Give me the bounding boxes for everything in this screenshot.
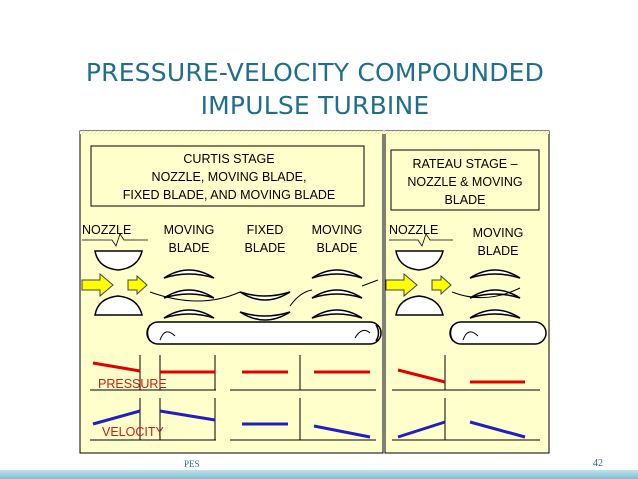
curtis-col-moving2-line2: BLADE bbox=[317, 241, 358, 255]
pressure-lines bbox=[92, 361, 525, 384]
moving-blade-icon bbox=[311, 269, 363, 319]
nozzle-icon bbox=[395, 250, 444, 271]
curtis-col-nozzle: NOZZLE bbox=[82, 223, 131, 237]
velocity-drop-moving1 bbox=[159, 409, 216, 422]
pressure-drop-nozzle-rateau bbox=[397, 368, 446, 384]
footer-author: PES bbox=[184, 459, 200, 469]
bottom-decor-strip bbox=[0, 470, 638, 479]
plot-baselines bbox=[90, 389, 540, 441]
slide-title: PRESSURE-VELOCITY COMPOUNDED IMPULSE TUR… bbox=[40, 56, 590, 122]
curtis-nozzle-leader bbox=[82, 233, 148, 247]
nozzle-icon bbox=[94, 250, 143, 271]
curtis-heading-line3: FIXED BLADE, AND MOVING BLADE bbox=[123, 188, 336, 202]
rateau-col-nozzle: NOZZLE bbox=[389, 223, 438, 237]
curtis-col-fixed-line2: BLADE bbox=[245, 241, 286, 255]
flow-arrow-icon bbox=[431, 274, 452, 296]
rateau-heading-box bbox=[390, 149, 540, 211]
pressure-label: PRESSURE bbox=[98, 377, 167, 391]
velocity-rise-nozzle-rateau bbox=[397, 420, 446, 439]
curtis-heading-line1: CURTIS STAGE bbox=[183, 152, 274, 166]
pressure-drop-nozzle-curtis bbox=[92, 361, 141, 373]
rateau-col-moving-line2: BLADE bbox=[478, 244, 519, 258]
curtis-heading-box bbox=[90, 145, 365, 207]
moving-blade-icon bbox=[469, 269, 521, 319]
velocity-drop-rateau-moving bbox=[469, 420, 526, 439]
fixed-blade-icon bbox=[239, 291, 291, 321]
page-number: 42 bbox=[593, 458, 603, 469]
slide-title-line1: PRESSURE-VELOCITY COMPOUNDED bbox=[85, 58, 545, 87]
rateau-nozzle-leader bbox=[389, 233, 453, 247]
curtis-col-moving2-line1: MOVING bbox=[312, 223, 363, 237]
velocity-drop-moving2 bbox=[313, 424, 371, 439]
rateau-heading-line3: BLADE bbox=[445, 193, 486, 207]
rotor-shaft-icon bbox=[146, 321, 382, 345]
nozzle-icon bbox=[94, 295, 143, 316]
rateau-heading-line1: RATEAU STAGE – bbox=[412, 157, 517, 171]
curtis-heading-line2: NOZZLE, MOVING BLADE, bbox=[152, 170, 307, 184]
flow-path-lines bbox=[149, 279, 521, 307]
curtis-col-moving1-line1: MOVING bbox=[164, 223, 215, 237]
velocity-rise-nozzle-curtis bbox=[92, 409, 141, 426]
rotor-shaft-icon bbox=[449, 321, 547, 345]
moving-blade-icon bbox=[163, 269, 215, 319]
velocity-lines bbox=[92, 409, 526, 439]
curtis-col-moving1-line2: BLADE bbox=[169, 241, 210, 255]
slide-title-line2: IMPULSE TURBINE bbox=[200, 91, 430, 120]
velocity-label: VELOCITY bbox=[102, 425, 164, 439]
rateau-col-moving-line1: MOVING bbox=[473, 226, 524, 240]
flow-arrow-icon bbox=[81, 272, 114, 298]
curtis-col-fixed-line1: FIXED bbox=[247, 223, 284, 237]
nozzle-icon bbox=[395, 295, 444, 316]
panel-top-hatch bbox=[80, 131, 549, 134]
rateau-heading-line2: NOZZLE & MOVING bbox=[407, 175, 522, 189]
flow-arrow-icon bbox=[127, 274, 148, 296]
flow-arrow-icon bbox=[385, 272, 418, 298]
